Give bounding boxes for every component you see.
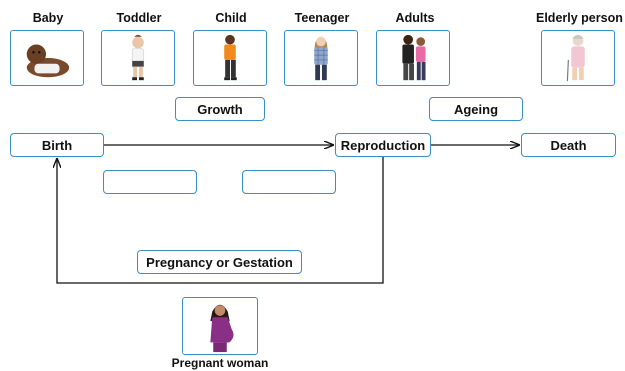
stage-label-baby: Baby xyxy=(32,11,64,25)
child-figure-icon xyxy=(224,34,237,81)
pregnant-woman-figure-icon xyxy=(210,304,234,353)
ageing-box: Ageing xyxy=(429,97,523,121)
stage-label-teenager: Teenager xyxy=(294,11,350,25)
adults-figure-icon xyxy=(402,34,426,81)
baby-figure-icon xyxy=(26,44,70,78)
growth-box: Growth xyxy=(175,97,265,121)
elderly-figure-icon xyxy=(566,34,585,82)
adults-photo xyxy=(376,30,450,86)
baby-photo xyxy=(10,30,84,86)
toddler-photo xyxy=(101,30,175,86)
death-box: Death xyxy=(521,133,616,157)
elderly-photo xyxy=(541,30,615,86)
birth-box: Birth xyxy=(10,133,104,157)
child-photo xyxy=(193,30,267,86)
toddler-figure-icon xyxy=(131,34,145,81)
blank-box-1[interactable] xyxy=(103,170,197,194)
pregnancy-box: Pregnancy or Gestation xyxy=(137,250,302,274)
arrow-reproduction-to-birth xyxy=(57,157,384,284)
blank-box-2[interactable] xyxy=(242,170,336,194)
stage-label-child: Child xyxy=(215,11,247,25)
teenager-photo xyxy=(284,30,358,86)
reproduction-box: Reproduction xyxy=(335,133,431,157)
stage-label-elderly: Elderly person xyxy=(536,11,623,25)
pregnant-woman-label: Pregnant woman xyxy=(171,356,269,370)
stage-label-adults: Adults xyxy=(395,11,435,25)
pregnant-woman-photo xyxy=(182,297,258,355)
teenager-figure-icon xyxy=(314,36,328,81)
stage-label-toddler: Toddler xyxy=(116,11,162,25)
